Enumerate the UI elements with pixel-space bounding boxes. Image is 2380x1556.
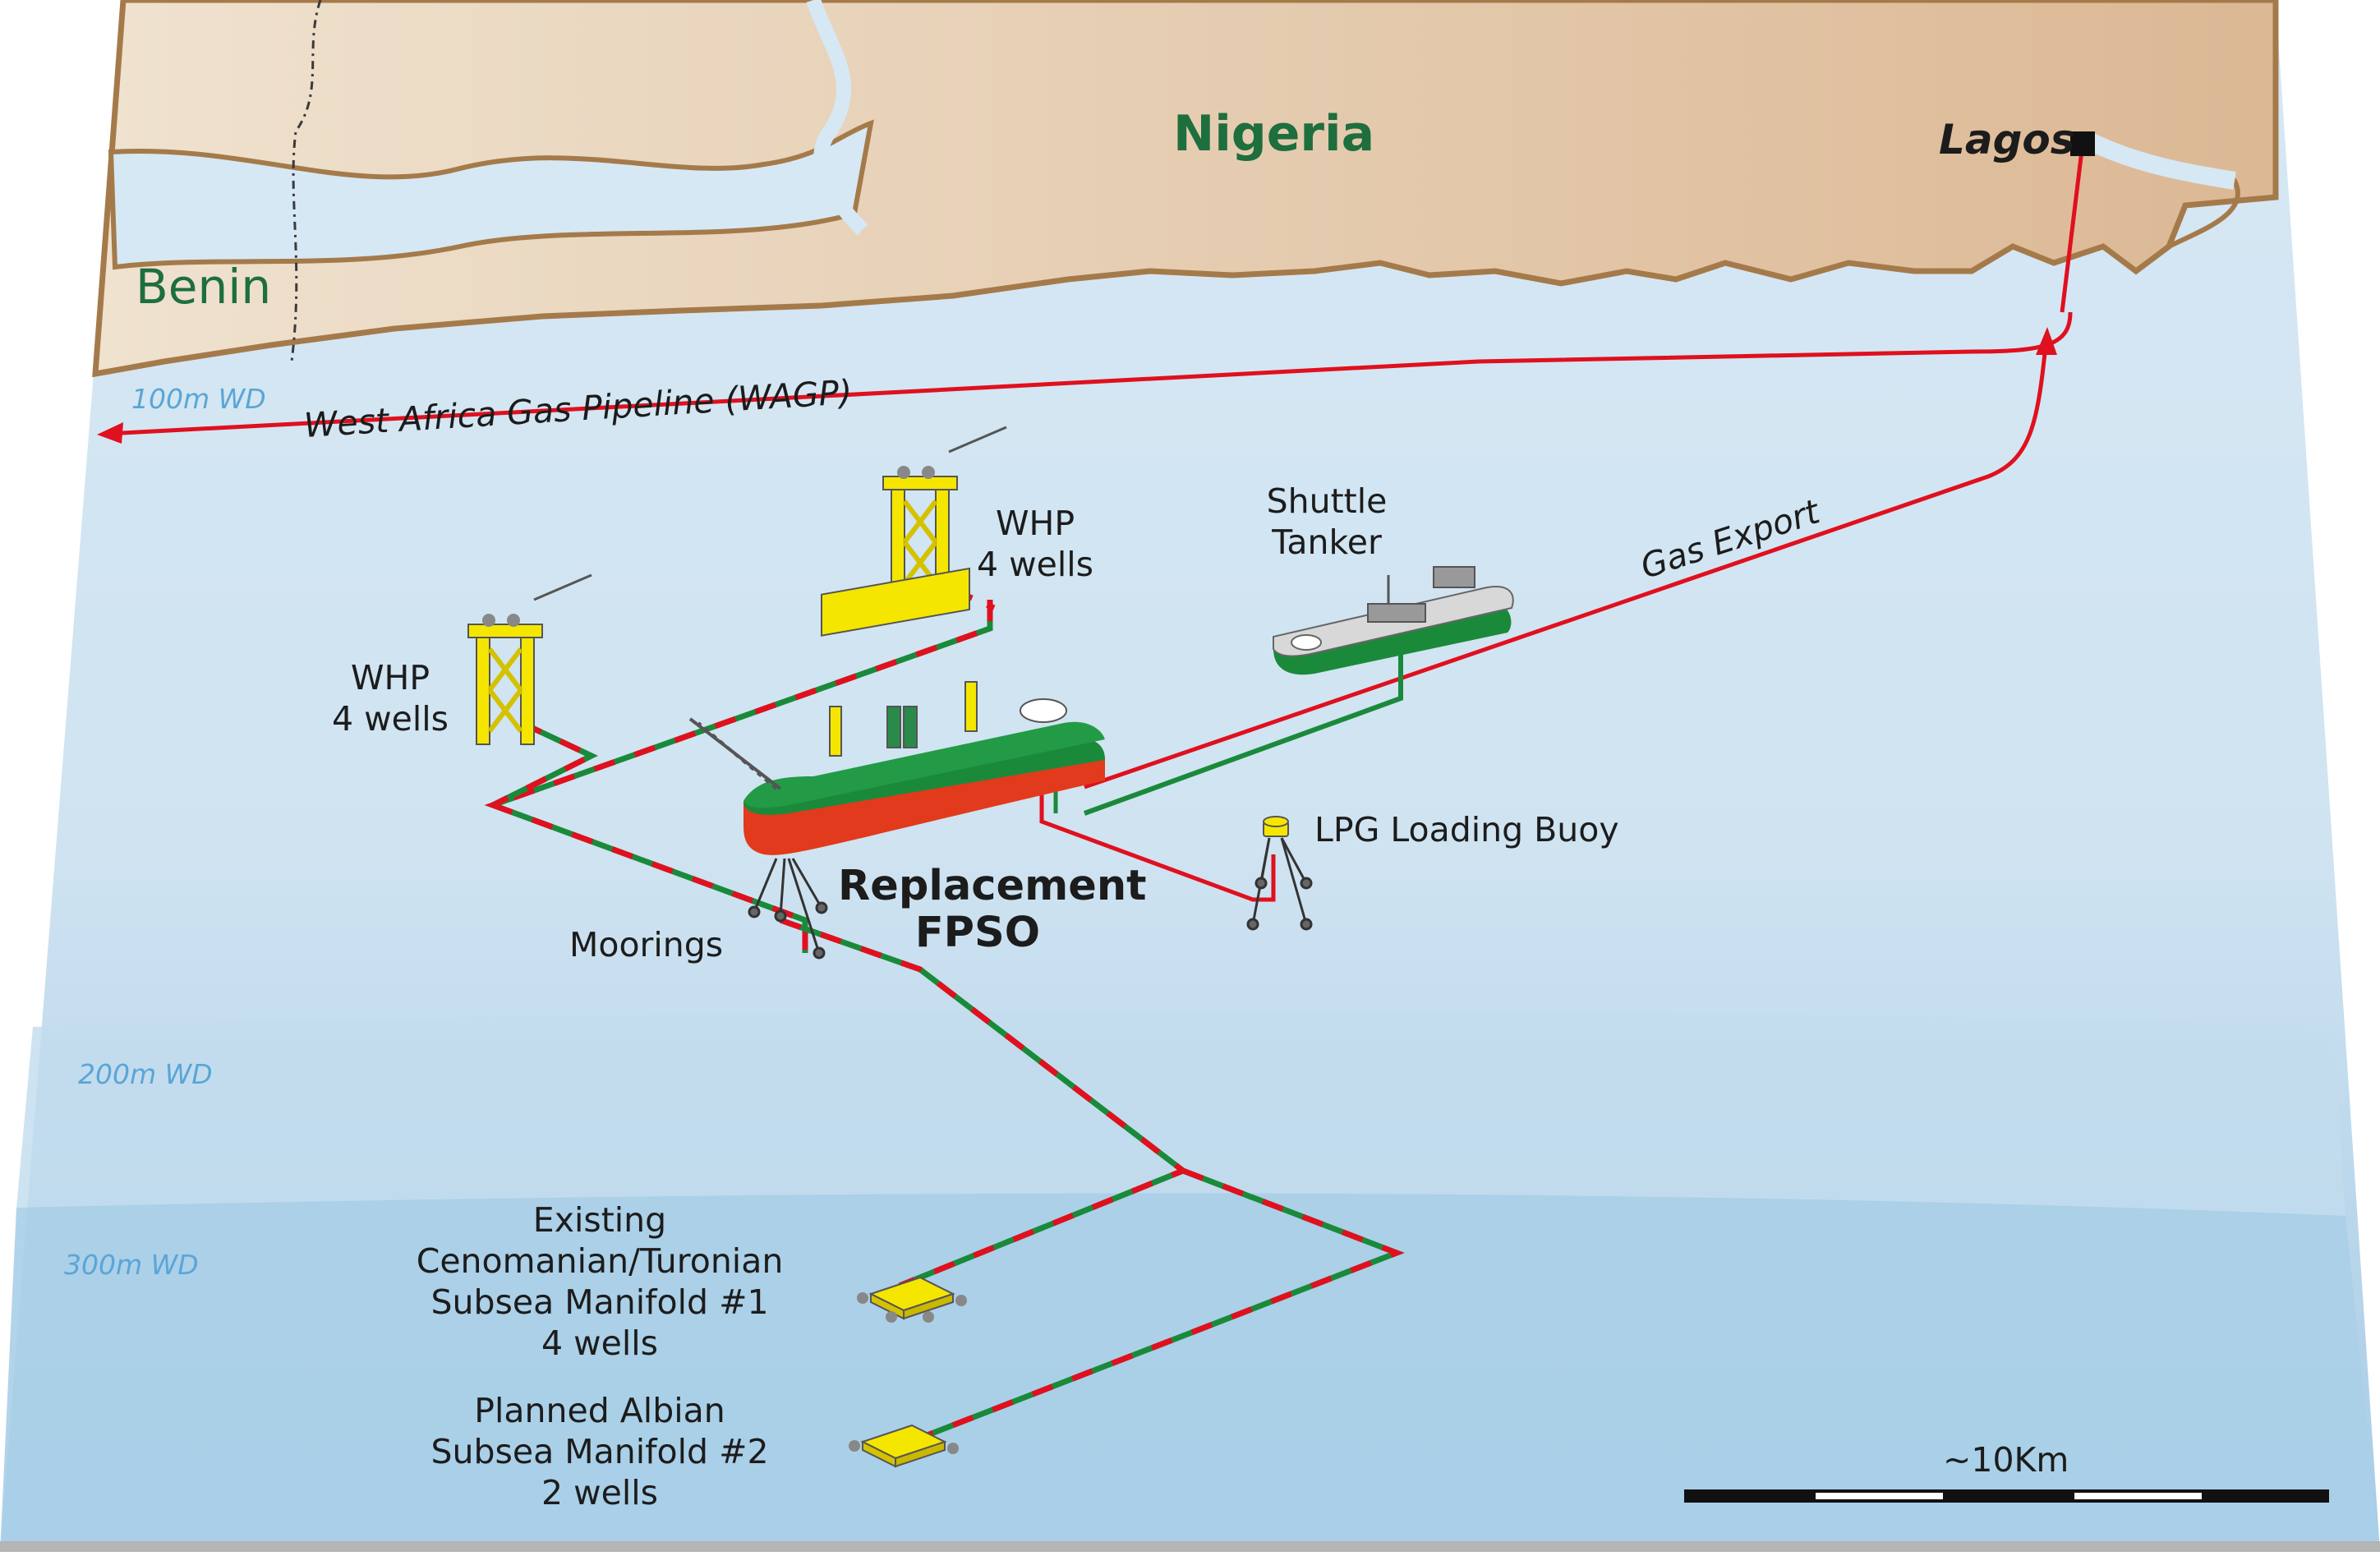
moorings-label: Moorings [569,925,724,964]
fpso-label-line2: FPSO [914,909,1041,957]
border-line [290,0,322,362]
lagos-marker [2070,131,2095,156]
manifold-1-line4: 4 wells [541,1324,659,1363]
manifold-1-label: Existing Cenomanian/Turonian Subsea Mani… [386,1199,813,1364]
land-mass [92,0,2279,378]
lagos-link [2060,143,2085,313]
depth-label-100: 100m WD [131,383,266,415]
manifold-1-line2: Cenomanian/Turonian [416,1241,784,1281]
depth-band-300 [0,1193,2380,1552]
fpso-label-line1: Replacement [838,862,1147,910]
scale-bar [1684,1489,2329,1503]
tanker-hose [1083,649,1403,816]
whp-left-label: WHP 4 wells [325,657,456,739]
subsea-manifold-2 [849,1424,959,1468]
depth-label-300: 300m WD [64,1249,199,1281]
whp-right-platform [882,426,1007,597]
manifold-1-line1: Existing [532,1200,667,1240]
gas-export-line [1084,344,2048,790]
city-label-lagos: Lagos [1939,116,2075,163]
manifold-2-label: Planned Albian Subsea Manifold #2 2 well… [386,1390,813,1513]
shuttle-tanker-label: Shuttle Tanker [1249,481,1405,563]
whp-right-title: WHP [995,504,1075,543]
country-label-benin: Benin [136,259,272,315]
wagp-arrowhead [97,422,123,444]
manifold-1-line3: Subsea Manifold #1 [430,1282,769,1322]
depth-band-200 [16,1011,2345,1216]
depth-label-200: 200m WD [78,1058,213,1090]
infield-flowlines [484,600,1405,1449]
lpg-loading-buoy [1246,816,1313,931]
scale-bar-label: ~10Km [1943,1440,2069,1480]
country-label-nigeria: Nigeria [1173,105,1375,163]
creek-2-water [2083,131,2236,190]
whp-left-platform [467,573,592,745]
whp-right-label: WHP 4 wells [969,503,1101,585]
gas-export-arrowhead [2036,327,2057,355]
fpso-moorings [748,858,828,960]
fpso-label: Replacement FPSO [838,862,1147,957]
lagoon [108,119,874,270]
shuttle-tanker-line1: Shuttle [1266,481,1388,521]
lpg-buoy-label: LPG Loading Buoy [1314,810,1619,849]
manifold-2-line3: 2 wells [541,1473,659,1512]
shuttle-tanker-line2: Tanker [1272,523,1382,562]
whp-left-wells: 4 wells [331,699,449,739]
lpg-line-red [1039,772,1276,902]
fpso-vessel [688,567,1105,855]
creek-1-water [806,0,868,236]
subsea-manifold-1 [857,1276,967,1323]
whp-left-title: WHP [350,658,430,697]
manifold-2-line2: Subsea Manifold #2 [430,1432,769,1471]
shuttle-tanker [1273,566,1514,675]
map-bottom-edge [0,1541,2380,1552]
manifold-2-line1: Planned Albian [474,1391,725,1430]
whp-right-wells: 4 wells [976,545,1094,584]
